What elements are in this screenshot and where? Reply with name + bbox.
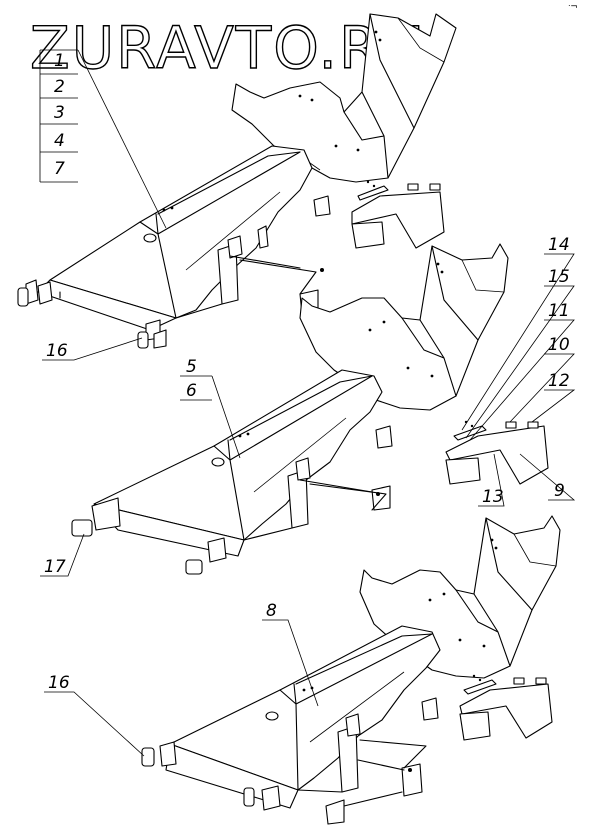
assembly-middle	[71, 243, 549, 575]
callout-16a: 16	[46, 341, 68, 361]
callout-16-bottom: 16	[44, 673, 145, 757]
corner-mark: ᐧ¬	[568, 2, 578, 12]
callout-2: 2	[54, 77, 65, 97]
callout-8-group: 8	[262, 601, 319, 707]
fender-top	[351, 191, 445, 249]
callout-17: 17	[44, 557, 66, 577]
callout-6: 6	[186, 381, 197, 401]
callout-16b: 16	[48, 673, 70, 693]
watermark: ZURAVTO.RU	[30, 14, 426, 82]
beam-bottom	[169, 625, 441, 791]
callout-9: 9	[554, 481, 565, 501]
callout-13: 13	[482, 487, 504, 507]
pad-16-left	[17, 287, 29, 307]
callout-8: 8	[266, 601, 277, 621]
callout-3: 3	[54, 103, 65, 123]
callout-15: 15	[548, 267, 570, 287]
assembly-bottom	[141, 515, 561, 825]
callout-stack: 1 2 3 4 7	[39, 49, 167, 229]
callout-11: 11	[548, 301, 570, 321]
callout-5-6: 5 6	[180, 357, 241, 459]
callout-16-top: 16	[42, 337, 143, 361]
pad-16-right	[137, 331, 149, 349]
callout-14: 14	[548, 235, 570, 255]
callout-right: 14 15 11 10 12 13 9	[461, 235, 576, 507]
callout-5: 5	[186, 357, 197, 377]
beam-top	[49, 145, 313, 319]
fender-bottom	[459, 683, 553, 739]
callout-7: 7	[54, 159, 65, 179]
assembly-top	[25, 13, 457, 349]
callout-10: 10	[548, 335, 570, 355]
callout-1: 1	[54, 51, 65, 71]
fender-middle	[445, 425, 549, 485]
callout-17-group: 17	[40, 533, 85, 577]
callout-4: 4	[54, 131, 65, 151]
callout-12: 12	[548, 371, 570, 391]
